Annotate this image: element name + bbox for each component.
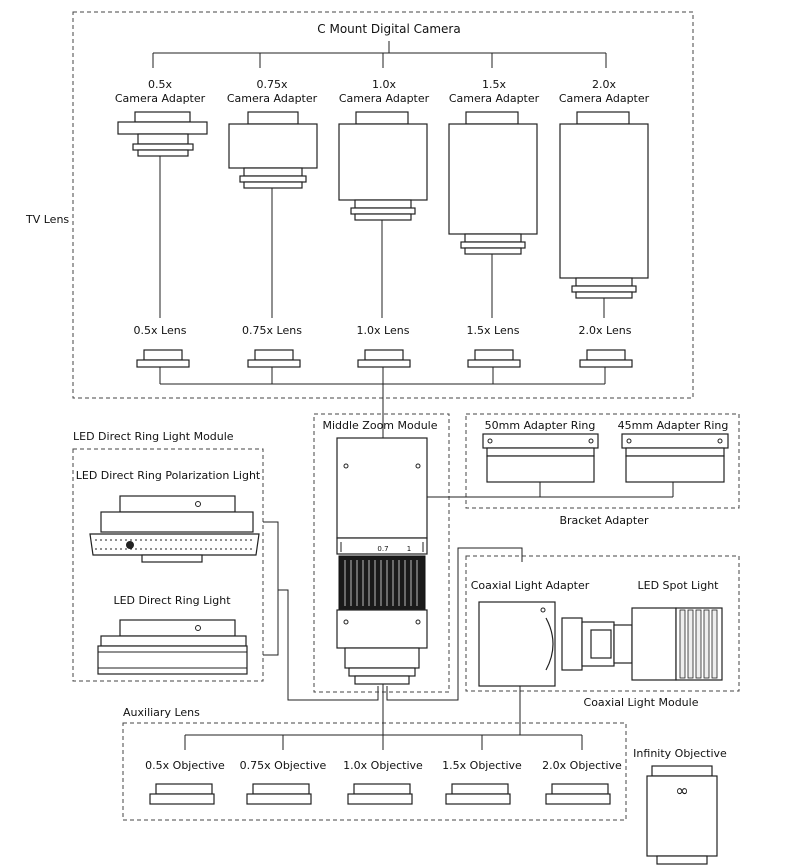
adapter-label-4: 2.0x Camera Adapter <box>559 78 650 105</box>
svg-text:Camera Adapter: Camera Adapter <box>339 92 430 105</box>
camera-title: C Mount Digital Camera <box>317 22 460 36</box>
zoom-scale-mark-1: 1 <box>407 545 411 553</box>
adapter-1.5x-drawing <box>448 111 538 255</box>
coaxial-adapter-label: Coaxial Light Adapter <box>471 579 590 592</box>
svg-text:1.0x: 1.0x <box>372 78 396 91</box>
lens-label-1: 0.75x Lens <box>242 324 302 337</box>
auxiliary-connector-lines <box>184 684 583 750</box>
infinity-objective-drawing: ∞ <box>646 765 718 865</box>
svg-text:0.5x: 0.5x <box>148 78 172 91</box>
infinity-symbol: ∞ <box>675 781 688 800</box>
bracket-adapter-label: Bracket Adapter <box>559 514 649 527</box>
adapter-label-1: 0.75x Camera Adapter <box>227 78 318 105</box>
adapter-label-0: 0.5x Camera Adapter <box>115 78 206 105</box>
adapter-to-lens-lines <box>159 156 605 318</box>
ring-light-module-frame <box>72 448 264 682</box>
ring-polarization-light-drawing <box>89 495 260 563</box>
auxiliary-objective-drawings <box>149 783 611 805</box>
ring-polarization-label: LED Direct Ring Polarization Light <box>76 469 261 482</box>
coaxial-module-label: Coaxial Light Module <box>584 696 699 709</box>
ring-light-connector-lines <box>263 521 379 701</box>
svg-text:Camera Adapter: Camera Adapter <box>115 92 206 105</box>
auxiliary-lens-frame <box>122 722 627 821</box>
middle-zoom-label: Middle Zoom Module <box>322 419 437 432</box>
objective-label-1: 0.75x Objective <box>240 759 327 772</box>
led-spot-label: LED Spot Light <box>637 579 719 592</box>
adapter-2.0x-drawing <box>559 111 649 299</box>
zoom-scale-mark-0: 0.7 <box>377 545 388 553</box>
objective-label-2: 1.0x Objective <box>343 759 423 772</box>
tv-lens-drawings <box>136 349 633 368</box>
adapter-0.75x-drawing <box>228 111 318 189</box>
tv-lens-label: TV Lens <box>25 213 69 226</box>
middle-zoom-frame <box>313 413 450 693</box>
adapter-1.0x-drawing <box>338 111 428 221</box>
objective-label-0: 0.5x Objective <box>145 759 225 772</box>
adapter-ring-label-1: 45mm Adapter Ring <box>618 419 729 432</box>
svg-text:Camera Adapter: Camera Adapter <box>449 92 540 105</box>
svg-text:2.0x: 2.0x <box>592 78 616 91</box>
middle-zoom-drawing: 0.7 1 <box>336 437 428 685</box>
coaxial-module-frame <box>465 555 740 692</box>
svg-text:1.5x: 1.5x <box>482 78 506 91</box>
adapter-label-3: 1.5x Camera Adapter <box>449 78 540 105</box>
led-spot-light-drawing <box>613 607 723 681</box>
ring-light-module-label: LED Direct Ring Light Module <box>73 430 234 443</box>
adapter-ring-label-0: 50mm Adapter Ring <box>485 419 596 432</box>
bracket-adapter-frame <box>465 413 740 509</box>
ring-direct-light-drawing <box>97 619 248 675</box>
objective-label-3: 1.5x Objective <box>442 759 522 772</box>
infinity-objective-label: Infinity Objective <box>633 747 727 760</box>
lens-label-4: 2.0x Lens <box>579 324 632 337</box>
lens-connector-lines <box>159 367 606 440</box>
svg-text:0.75x: 0.75x <box>256 78 287 91</box>
adapter-ring-45mm-drawing <box>621 433 729 483</box>
adapter-label-2: 1.0x Camera Adapter <box>339 78 430 105</box>
lens-label-0: 0.5x Lens <box>134 324 187 337</box>
coaxial-connector-lines <box>386 547 523 735</box>
adapter-0.5x-drawing <box>117 111 208 157</box>
svg-text:Camera Adapter: Camera Adapter <box>227 92 318 105</box>
adapter-ring-50mm-drawing <box>482 433 599 483</box>
camera-connector-lines <box>152 41 607 68</box>
bracket-connector-lines <box>427 482 674 498</box>
objective-label-4: 2.0x Objective <box>542 759 622 772</box>
ring-direct-label: LED Direct Ring Light <box>113 594 231 607</box>
svg-text:Camera Adapter: Camera Adapter <box>559 92 650 105</box>
lens-label-3: 1.5x Lens <box>467 324 520 337</box>
auxiliary-lens-label: Auxiliary Lens <box>123 706 200 719</box>
lens-label-2: 1.0x Lens <box>357 324 410 337</box>
coaxial-light-adapter-drawing <box>478 601 615 687</box>
